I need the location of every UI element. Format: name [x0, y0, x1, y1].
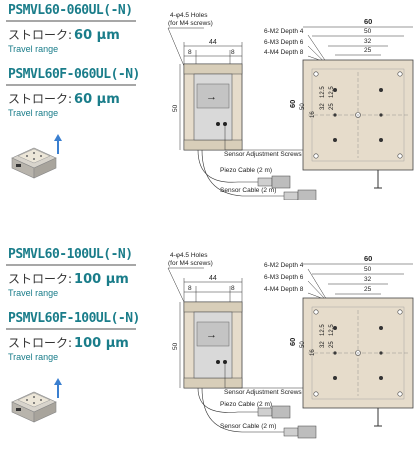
holes-note-sub: (for M4 screws) [168, 260, 213, 267]
dimension-drawing: 4-φ4.5 Holes (for M4 screws) 44 8 8 50 →… [167, 252, 414, 439]
piezo-cable-label: Piezo Cable (2 m) [220, 401, 272, 408]
dim-height: 50 [172, 342, 179, 350]
adjust-screw-icon [216, 122, 220, 126]
dim-25: 25 [364, 47, 372, 54]
depth-note: 4-M4 Depth 8 [264, 286, 304, 293]
divider [6, 264, 136, 266]
dim-50-vertical: 50 [300, 341, 306, 348]
dim-32: 32 [364, 276, 372, 283]
arrow-right-icon: → [206, 329, 217, 341]
stroke-row: ストローク:60 μm [8, 90, 120, 107]
connector-icon [297, 425, 317, 439]
connector-icon [271, 175, 291, 189]
dim-32-vertical: 32 [320, 103, 326, 110]
dim-width: 44 [209, 39, 217, 46]
dim-60: 60 [364, 17, 372, 26]
depth-note: 6-M2 Depth 4 [264, 262, 304, 269]
dimension-drawing: 4-φ4.5 Holes (for M4 screws) 44 8 8 50 →… [167, 12, 414, 200]
dim-12-5: 12.5 [329, 86, 335, 98]
connector-icon [257, 407, 273, 417]
connector-icon [283, 427, 299, 437]
holes-note: 4-φ4.5 Holes [170, 12, 208, 19]
divider [6, 84, 136, 86]
stroke-row: ストローク:60 μm [8, 26, 120, 43]
stroke-label: ストローク: [8, 336, 73, 350]
connector-icon [283, 191, 299, 200]
dim-16: 16 [310, 349, 316, 356]
dim-12-5: 12.5 [329, 324, 335, 336]
stroke-label: ストローク: [8, 28, 73, 42]
sensor-adjust-label: Sensor Adjustment Screws [224, 389, 302, 396]
divider [6, 328, 136, 330]
dim-height: 50 [172, 104, 179, 112]
dim-60: 60 [364, 254, 372, 263]
dim-left-8: 8 [188, 49, 192, 56]
sensor-cable-label: Sensor Cable (2 m) [220, 423, 276, 430]
divider [6, 20, 136, 22]
dim-50: 50 [364, 266, 372, 273]
sensor-cable-label: Sensor Cable (2 m) [220, 187, 276, 194]
travel-range-label: Travel range [8, 108, 59, 118]
stroke-value: 60 μm [74, 28, 120, 43]
connector-icon [297, 189, 317, 200]
product-name: PSMVL60F-060UL(-N) [8, 67, 140, 82]
dim-32-vertical: 32 [320, 341, 326, 348]
sensor-adjust-label: Sensor Adjustment Screws [224, 151, 302, 158]
stroke-row: ストローク:100 μm [8, 270, 129, 287]
dim-50-vertical: 50 [300, 103, 306, 110]
piezo-cable-label: Piezo Cable (2 m) [220, 167, 272, 174]
dim-right-8: 8 [231, 49, 235, 56]
product-name: PSMVL60F-100UL(-N) [8, 311, 140, 326]
dim-12-5: 12.5 [320, 324, 326, 336]
adjust-screw-icon [223, 360, 227, 364]
stroke-value: 60 μm [74, 92, 120, 107]
stroke-row: ストローク:100 μm [8, 334, 129, 351]
holes-note-sub: (for M4 screws) [168, 20, 213, 27]
travel-range-label: Travel range [8, 288, 59, 298]
dim-12-5: 12.5 [320, 86, 326, 98]
stage-photo [8, 132, 64, 184]
arrow-right-icon: → [206, 91, 217, 103]
travel-range-label: Travel range [8, 44, 59, 54]
depth-note: 6-M2 Depth 4 [264, 28, 304, 35]
dim-60-vertical: 60 [288, 338, 297, 346]
dim-60-vertical: 60 [288, 100, 297, 108]
stroke-value: 100 μm [74, 272, 129, 287]
holes-note: 4-φ4.5 Holes [170, 252, 208, 259]
stage-photo [8, 376, 64, 428]
connector-icon [257, 177, 273, 187]
product-name: PSMVL60-060UL(-N) [8, 3, 133, 18]
dim-25-vertical: 25 [329, 341, 335, 348]
product-name: PSMVL60-100UL(-N) [8, 247, 133, 262]
adjust-screw-icon [216, 360, 220, 364]
dim-width: 44 [209, 275, 217, 282]
depth-note: 6-M3 Depth 6 [264, 39, 304, 46]
stroke-label: ストローク: [8, 272, 73, 286]
connector-icon [271, 405, 291, 419]
stroke-value: 100 μm [74, 336, 129, 351]
dim-left-8: 8 [188, 285, 192, 292]
dim-50: 50 [364, 28, 372, 35]
depth-note: 4-M4 Depth 8 [264, 49, 304, 56]
dim-25: 25 [364, 286, 372, 293]
dim-16: 16 [310, 111, 316, 118]
dim-right-8: 8 [231, 285, 235, 292]
dim-25-vertical: 25 [329, 103, 335, 110]
adjust-screw-icon [223, 122, 227, 126]
depth-note: 6-M3 Depth 6 [264, 274, 304, 281]
stroke-label: ストローク: [8, 92, 73, 106]
dim-32: 32 [364, 38, 372, 45]
travel-range-label: Travel range [8, 352, 59, 362]
